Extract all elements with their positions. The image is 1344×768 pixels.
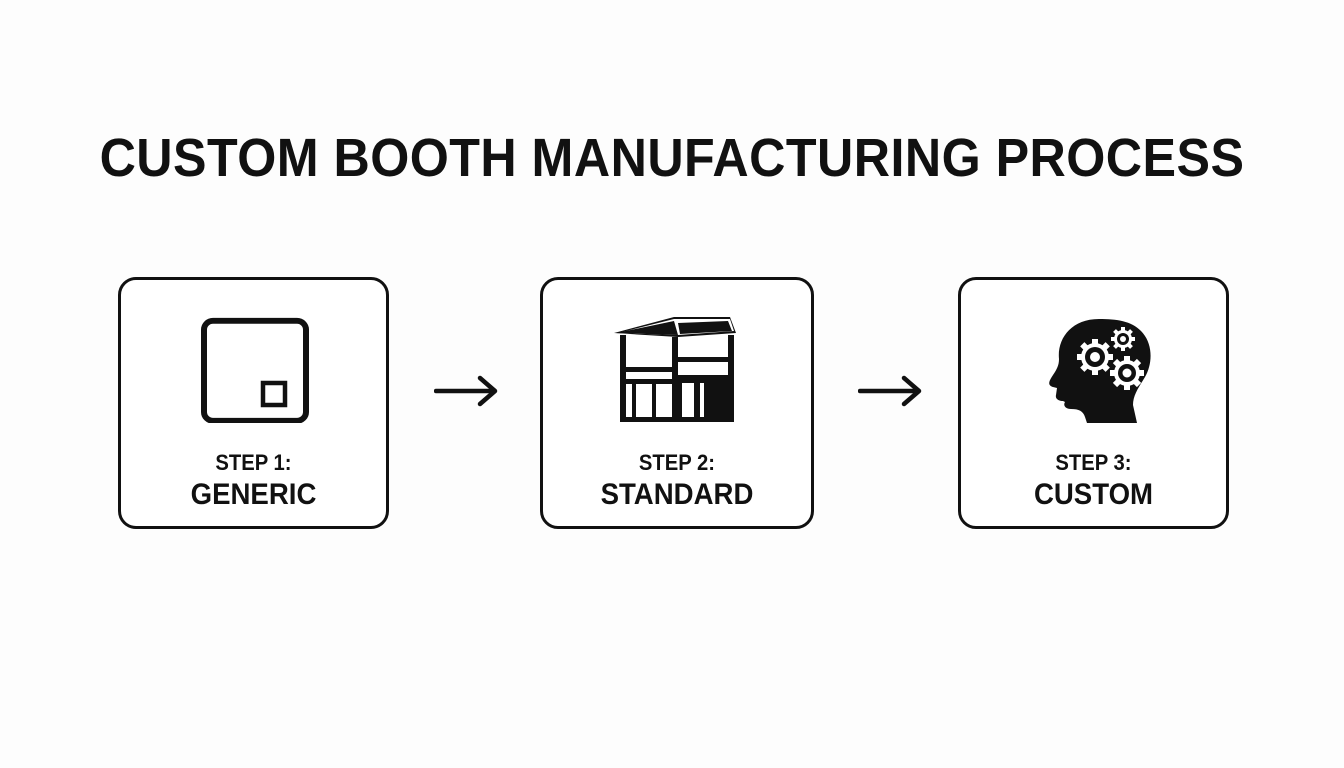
booth-structure-icon xyxy=(612,313,742,423)
arrow-right-icon xyxy=(858,374,924,408)
step-name: GENERIC xyxy=(190,478,317,511)
step-number: STEP 1: xyxy=(215,450,292,475)
generic-box-icon xyxy=(189,313,319,423)
step-name: STANDARD xyxy=(600,478,754,511)
step-card-standard: STEP 2: STANDARD xyxy=(540,277,814,529)
head-gears-icon xyxy=(1029,313,1159,423)
step-card-custom: STEP 3: CUSTOM xyxy=(958,277,1229,529)
step-number: STEP 2: xyxy=(638,450,716,475)
step-card-generic: STEP 1: GENERIC xyxy=(118,277,389,529)
arrow-right-icon xyxy=(434,374,500,408)
step-number: STEP 3: xyxy=(1055,450,1132,475)
step-name: CUSTOM xyxy=(1033,478,1154,511)
diagram-title: CUSTOM BOOTH MANUFACTURING PROCESS xyxy=(99,128,1245,188)
